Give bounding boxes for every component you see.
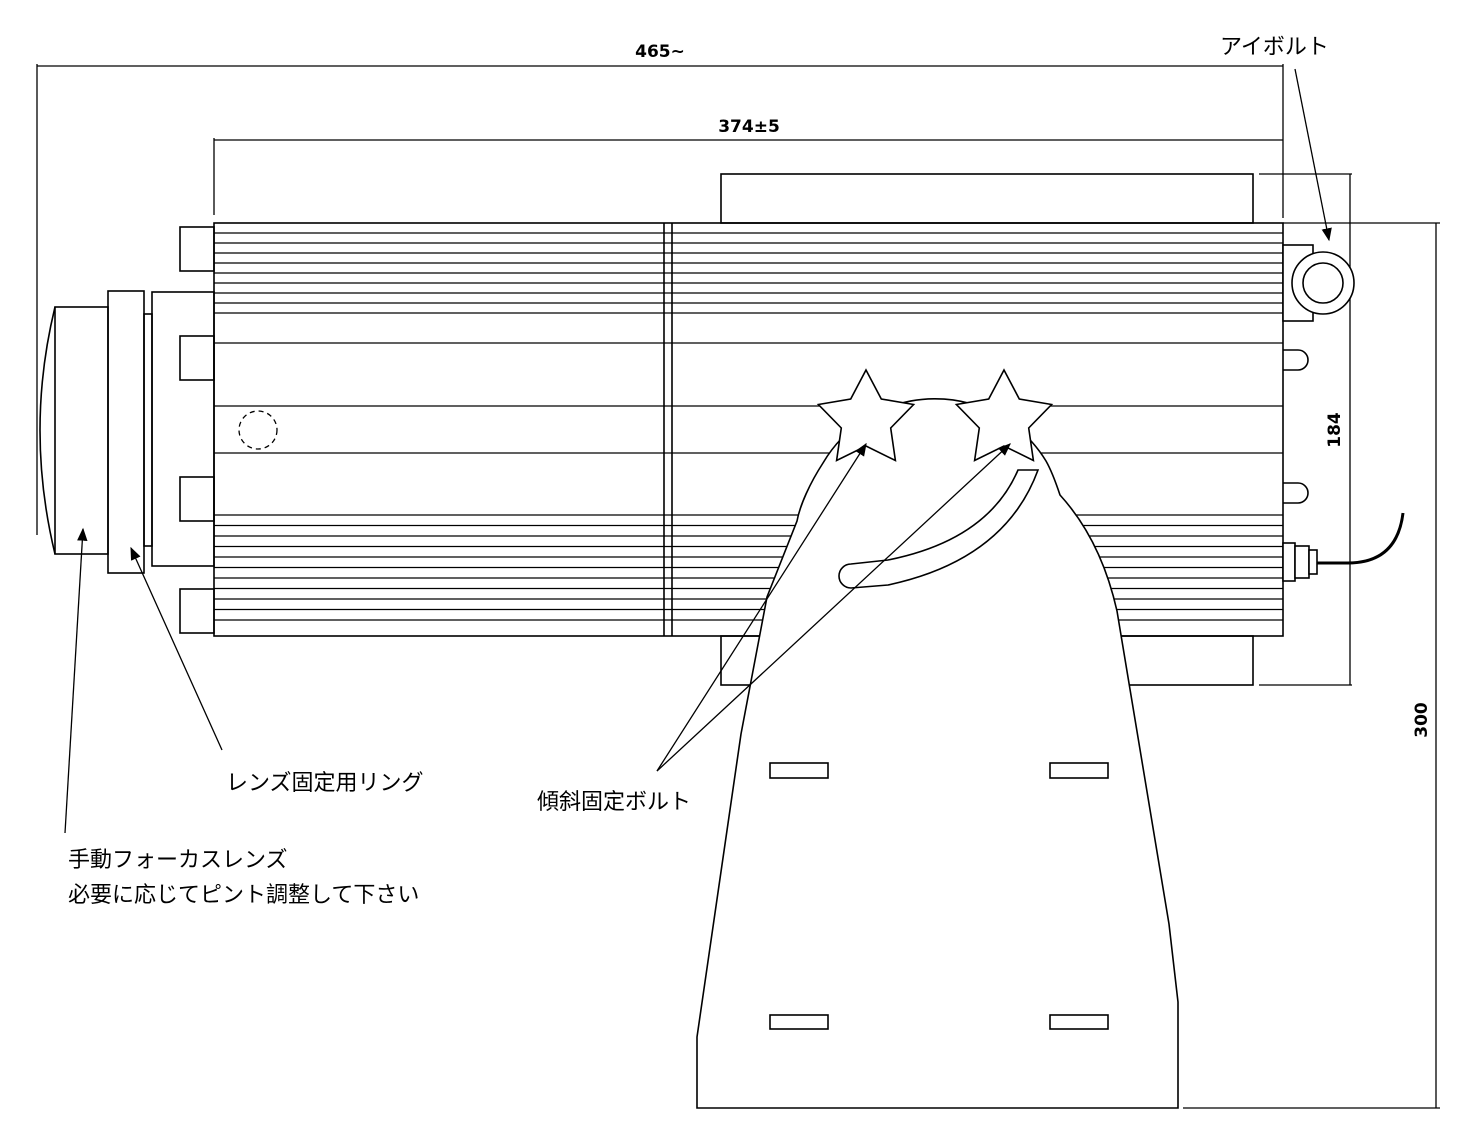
focus-lens-leader xyxy=(64,527,88,834)
dimension-body-height: 184 xyxy=(1259,173,1352,686)
housing-body xyxy=(213,222,1284,637)
lens-ring-label: レンズ固定用リング xyxy=(226,771,424,796)
dim-total-height-text: 300 xyxy=(1412,702,1432,738)
right-pins xyxy=(1283,349,1309,504)
eye-bolt-leader xyxy=(1294,68,1332,242)
mount-slot xyxy=(1049,1014,1109,1030)
cable-gland xyxy=(1282,512,1405,582)
lens-fixing-ring xyxy=(107,290,145,574)
dimension-body-length: 374±5 xyxy=(213,117,1283,215)
dim-body-height-text: 184 xyxy=(1325,412,1345,448)
dim-body-length-text: 374±5 xyxy=(718,117,780,137)
dimension-overall-length: 465~ xyxy=(36,42,1284,535)
mount-slot xyxy=(1049,762,1109,779)
leader-lines xyxy=(64,68,1332,834)
hidden-port-circle xyxy=(238,410,278,450)
focus-lens-label: 手動フォーカスレンズ xyxy=(68,848,288,873)
power-cable xyxy=(1317,512,1405,565)
cooling-fins xyxy=(214,232,1283,621)
focus-lens-note: 必要に応じてピント調整して下さい xyxy=(68,883,420,908)
lens-ring-leader xyxy=(130,546,223,751)
eye-bolt xyxy=(1282,244,1355,322)
dimension-total-height: 300 xyxy=(1183,222,1440,1109)
lens-assembly xyxy=(39,290,215,574)
left-mount-tabs xyxy=(179,226,215,634)
mount-slot xyxy=(769,762,829,779)
top-cover-plate xyxy=(720,173,1254,224)
tilt-bolt-leader-1 xyxy=(656,442,867,772)
lens-front-curve xyxy=(39,306,56,555)
mount-slot xyxy=(769,1014,829,1030)
tilt-bracket xyxy=(696,398,1179,1109)
dim-overall-length-text: 465~ xyxy=(635,42,685,62)
tilt-arc-slot xyxy=(838,469,1040,589)
tilt-bolt-leader-2 xyxy=(656,443,1011,772)
eye-bolt-label: アイボルト xyxy=(1220,35,1329,60)
tilt-bolt-label: 傾斜固定ボルト xyxy=(537,790,692,815)
lens-mount-flange xyxy=(151,291,215,567)
manual-focus-lens xyxy=(54,306,109,555)
